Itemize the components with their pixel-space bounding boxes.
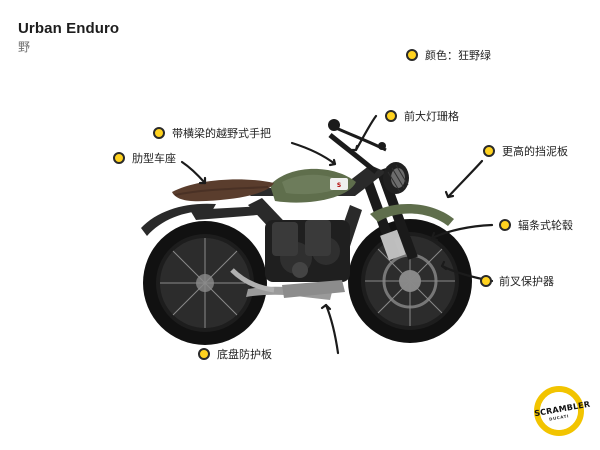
arrow-to-skid-plate [324,303,340,355]
headlight [383,162,409,194]
callout-text: 前大灯珊格 [404,110,459,123]
page-title: Urban Enduro [18,20,120,37]
front-wheel [348,219,472,343]
yellow-dot-icon [483,145,495,157]
rear-wheel [143,221,267,345]
callout-fender: 更高的挡泥板 [483,143,568,159]
callout-text: 颜色：狂野绿 [425,49,491,62]
callout-fork-protector: 前叉保护器 [480,273,554,289]
page-subtitle: 野 [18,40,31,54]
yellow-dot-icon [113,152,125,164]
callout-text: 更高的挡泥板 [502,145,568,158]
scrambler-logo-icon: SCRAMBLER DUCATI [534,386,591,436]
callout-text: 底盘防护板 [217,348,272,361]
rear-fender [141,203,216,236]
callout-headlight-grille: 前大灯珊格 [385,108,459,124]
yellow-dot-icon [385,110,397,122]
engine [265,220,350,282]
skid-plate [282,280,345,298]
callout-text: 辐条式轮毂 [518,219,573,232]
callout-color: 颜色：狂野绿 [406,47,491,63]
fuel-tank: S [270,168,356,203]
yellow-dot-icon [499,219,511,231]
arrow-to-handlebar [290,141,337,166]
yellow-dot-icon [406,49,418,61]
callout-spoked-wheel: 辐条式轮毂 [499,217,573,233]
yellow-dot-icon [153,127,165,139]
arrow-to-seat [180,160,207,185]
svg-text:S: S [337,182,341,189]
yellow-dot-icon [198,348,210,360]
callout-text: 肋型车座 [132,152,176,165]
yellow-dot-icon [480,275,492,287]
callout-text: 前叉保护器 [499,275,554,288]
arrow-to-front-fender [446,159,484,199]
callout-seat: 肋型车座 [113,150,176,166]
front-fender [370,204,454,226]
callout-handlebar: 带横梁的越野式手把 [153,125,271,141]
arrow-to-wheel [430,223,494,240]
callout-text: 带横梁的越野式手把 [172,127,271,140]
callout-skid-plate: 底盘防护板 [198,346,272,362]
